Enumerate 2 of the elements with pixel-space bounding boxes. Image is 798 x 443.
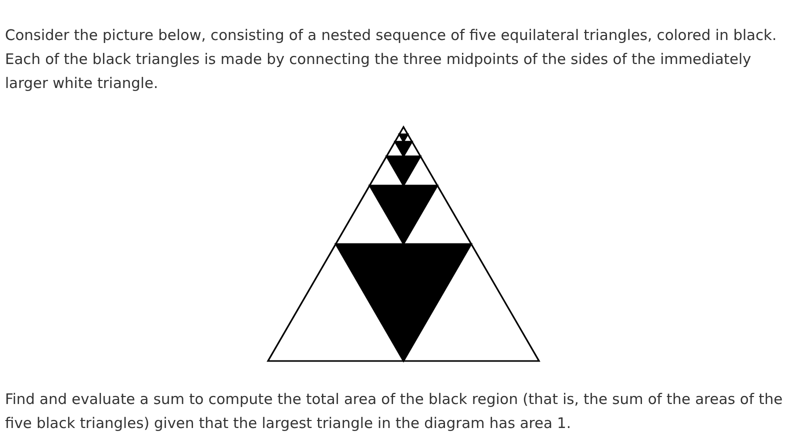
paragraph: Find and evaluate a sum to compute the total area of the black region (that is, the sum of the areas of the five black triangles) given that the largest triangle in the diagram has area 1. bbox=[5, 390, 784, 434]
paragraph: Consider the picture below, consisting of a nested sequence of five equilateral triangles, colored in black. Each of the black triangles is made by connecting the three midpoints of the sides of the immediately larger white triangle. bbox=[5, 26, 778, 94]
